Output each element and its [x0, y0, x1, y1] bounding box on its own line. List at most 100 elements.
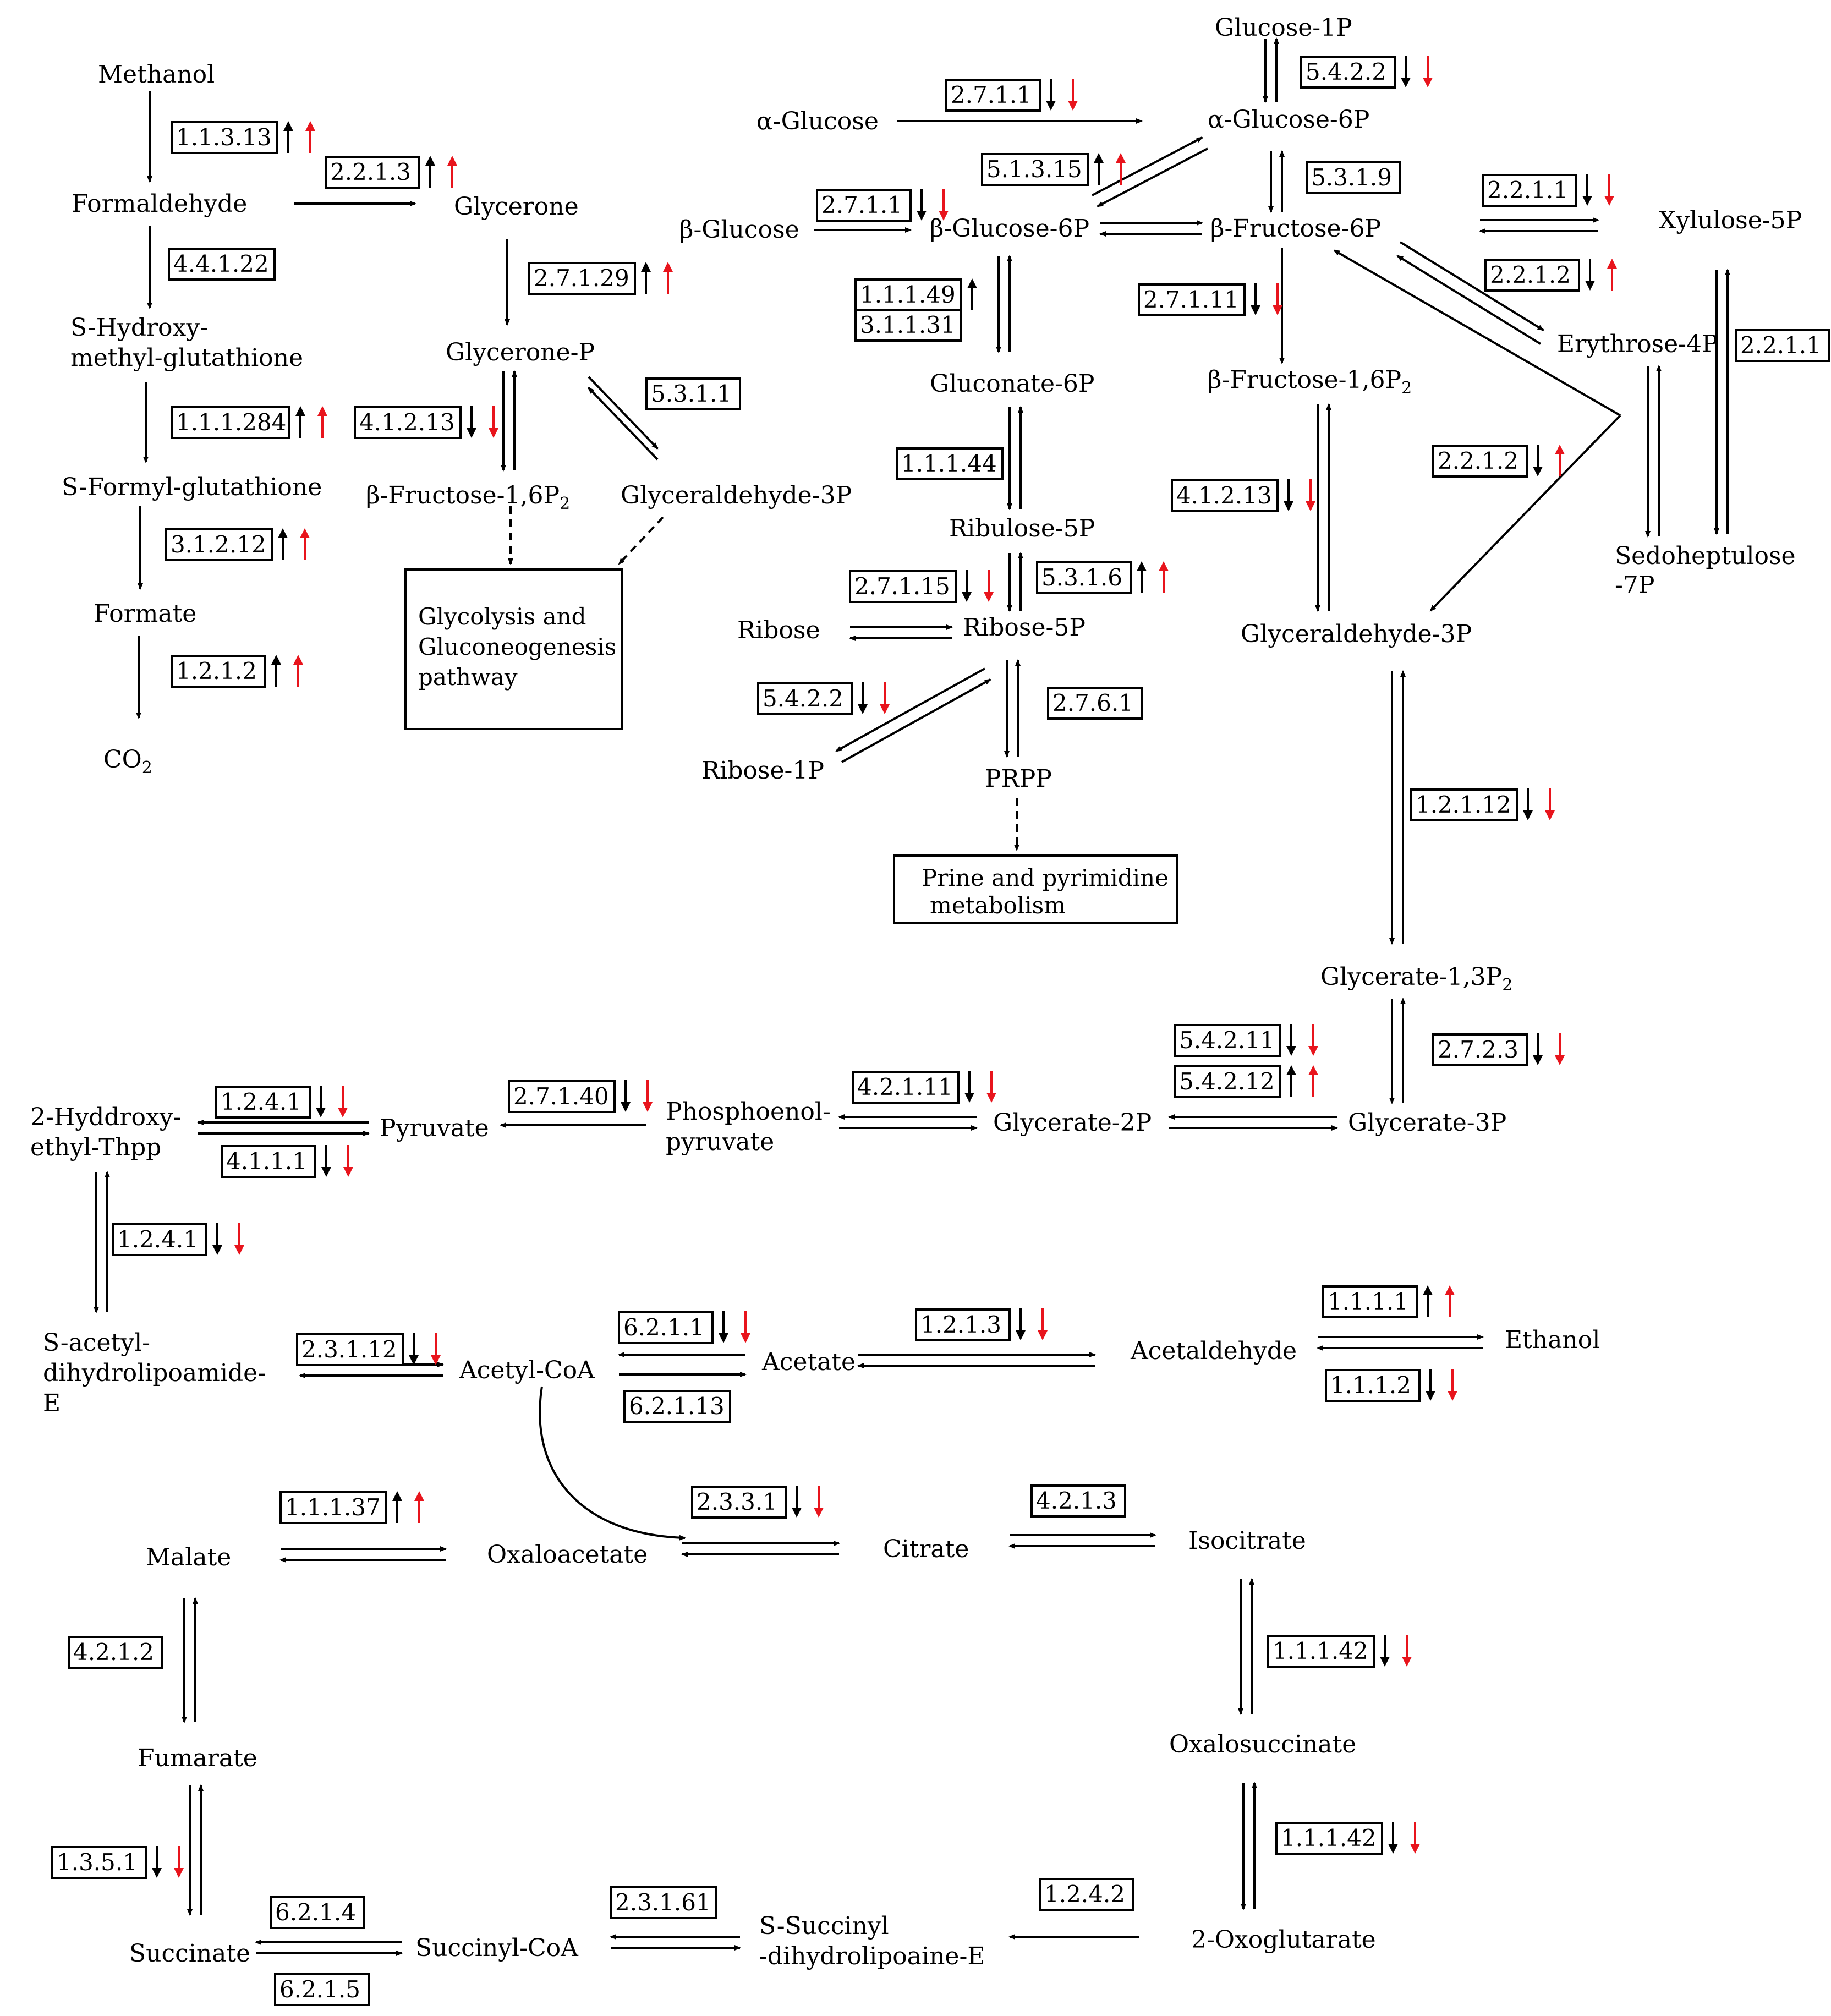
- enzyme-box: [1030, 1484, 1126, 1518]
- enzyme-box: [1047, 687, 1143, 720]
- enzyme-code: 1.2.1.3: [920, 1311, 1001, 1338]
- metabolite-beta-glucose-6p: β-Glucose-6P: [930, 215, 1089, 243]
- down-arrow-icon: [338, 1086, 348, 1117]
- enzyme-box: [618, 1311, 714, 1344]
- down-arrow-icon: [1308, 1024, 1318, 1056]
- enzyme-1-2-4-1: 1.2.4.1: [112, 1223, 244, 1256]
- metabolite-citrate: Citrate: [883, 1535, 969, 1563]
- metabolite-s-hydroxy-2: methyl-glutathione: [70, 344, 303, 372]
- enzyme-1-1-1-1: 1.1.1.1: [1322, 1285, 1455, 1318]
- metabolite-sedoheptulose-2: -7P: [1615, 571, 1654, 599]
- down-arrow-icon: [792, 1486, 802, 1518]
- enzyme-box: [508, 1080, 616, 1113]
- enzyme-labels: 1.1.3.132.2.1.34.4.1.221.1.1.2843.1.2.12…: [51, 56, 1830, 2006]
- metabolite-sacetyl-1: S-acetyl-: [43, 1329, 150, 1357]
- down-arrow-icon: [741, 1311, 750, 1343]
- enzyme-box: [849, 570, 957, 603]
- enzyme-code: 1.1.3.13: [176, 124, 272, 151]
- enzyme-box: [1036, 561, 1132, 594]
- enzyme-code: 3.1.2.12: [171, 531, 266, 558]
- metabolite-glycerate-13p2: Glycerate-1,3P2: [1320, 963, 1512, 995]
- up-arrow-icon: [1607, 259, 1617, 291]
- down-arrow-icon: [1582, 174, 1592, 206]
- enzyme-2-7-2-3: 2.7.2.3: [1432, 1033, 1565, 1066]
- up-arrow-icon: [1423, 1285, 1433, 1317]
- enzyme-code: 1.2.4.1: [221, 1088, 301, 1115]
- enzyme-code: 2.2.1.2: [1490, 261, 1571, 288]
- up-arrow-icon: [663, 262, 673, 294]
- metabolite-hydroxyethyl-1: 2-Hyddroxy-: [30, 1103, 181, 1131]
- down-arrow-icon: [1426, 1369, 1435, 1401]
- enzyme-1-2-1-12: 1.2.1.12: [1410, 788, 1555, 821]
- metabolite-hydroxyethyl-2: ethyl-Thpp: [30, 1133, 161, 1162]
- enzyme-box: [1735, 329, 1830, 362]
- up-arrow-icon: [305, 121, 315, 153]
- enzyme-4-2-1-2: 4.2.1.2: [68, 1636, 163, 1669]
- enzyme-box: [1275, 1822, 1383, 1855]
- down-arrow-icon: [1523, 788, 1533, 820]
- metabolite-alpha-glucose-6p: α-Glucose-6P: [1208, 106, 1369, 134]
- enzyme-box: [296, 1333, 404, 1366]
- enzyme-2-3-3-1: 2.3.3.1: [691, 1486, 824, 1519]
- down-arrow-icon: [1016, 1308, 1026, 1340]
- enzyme-box: [171, 655, 266, 688]
- enzyme-2-2-1-1: 2.2.1.1: [1735, 329, 1830, 362]
- enzyme-1-1-1-49: 1.1.1.49: [854, 278, 977, 311]
- reaction-lines: [94, 37, 1730, 1956]
- down-arrow-icon: [1410, 1822, 1420, 1854]
- metabolite-acetyl-coa: Acetyl-CoA: [459, 1356, 595, 1384]
- enzyme-2-7-1-40: 2.7.1.40: [508, 1080, 653, 1113]
- metabolite-acetaldehyde: Acetaldehyde: [1130, 1337, 1297, 1365]
- metabolite-ribose-1p: Ribose-1P: [701, 757, 824, 785]
- enzyme-code: 2.7.1.1: [951, 81, 1032, 108]
- pathway-boxes: Glycolysis and Gluconeogenesis pathway P…: [404, 568, 1178, 924]
- metabolite-oxalosuccinate: Oxalosuccinate: [1169, 1730, 1356, 1758]
- down-arrow-icon: [1306, 479, 1315, 511]
- metabolite-oxaloacetate: Oxaloacetate: [487, 1541, 648, 1569]
- enzyme-code: 4.4.1.22: [173, 250, 269, 277]
- enzyme-1-1-1-42: 1.1.1.42: [1275, 1822, 1420, 1855]
- metabolite-sacetyl-2: dihydrolipoamide-: [43, 1359, 266, 1387]
- enzyme-code: 1.1.1.42: [1281, 1825, 1377, 1851]
- enzyme-box: [1267, 1635, 1375, 1668]
- up-arrow-icon: [271, 655, 281, 687]
- enzyme-box: [1306, 161, 1401, 194]
- metabolite-glycerate-3p: Glycerate-3P: [1348, 1109, 1506, 1137]
- metabolite-gluconate-6p: Gluconate-6P: [930, 370, 1094, 398]
- down-arrow-icon: [719, 1311, 728, 1343]
- down-arrow-icon: [1555, 1033, 1565, 1065]
- enzyme-box: [1039, 1878, 1134, 1911]
- enzyme-2-2-1-2: 2.2.1.2: [1484, 259, 1617, 292]
- enzyme-box: [1174, 1024, 1281, 1057]
- metabolite-formaldehyde: Formaldehyde: [72, 190, 247, 218]
- down-arrow-icon: [489, 406, 498, 438]
- enzyme-box: [171, 121, 278, 154]
- up-arrow-icon: [1116, 153, 1126, 185]
- enzyme-code: 1.2.4.2: [1044, 1881, 1125, 1908]
- down-arrow-icon: [939, 189, 949, 221]
- enzyme-code: 2.3.1.12: [301, 1336, 397, 1363]
- glycolysis-box: [404, 568, 623, 730]
- down-arrow-icon: [1448, 1369, 1457, 1401]
- down-arrow-icon: [1402, 1635, 1412, 1667]
- metabolite-pyruvate: Pyruvate: [380, 1114, 489, 1142]
- metabolite-prpp: PRPP: [985, 765, 1052, 793]
- enzyme-code: 5.1.3.15: [986, 156, 1082, 183]
- enzyme-1-1-1-2: 1.1.1.2: [1325, 1369, 1457, 1402]
- enzyme-code: 6.2.1.1: [623, 1314, 704, 1341]
- enzyme-code: 5.4.2.2: [763, 685, 843, 712]
- enzyme-5-1-3-15: 5.1.3.15: [981, 153, 1126, 186]
- enzyme-box: [354, 406, 462, 439]
- metabolite-isocitrate: Isocitrate: [1188, 1527, 1306, 1555]
- metabolite-pep-1: Phosphoenol-: [666, 1098, 831, 1126]
- down-arrow-icon: [1545, 788, 1555, 820]
- enzyme-box: [68, 1636, 163, 1669]
- enzyme-2-7-1-29: 2.7.1.29: [528, 262, 673, 295]
- metabolite-glucose-1p: Glucose-1P: [1215, 14, 1352, 42]
- enzyme-box: [215, 1086, 311, 1119]
- enzyme-1-1-1-44: 1.1.1.44: [896, 447, 1004, 480]
- metabolite-ssuccinyl-1: S-Succinyl: [759, 1912, 889, 1940]
- enzyme-2-7-1-1: 2.7.1.1: [816, 189, 949, 222]
- enzyme-code: 2.7.1.29: [534, 265, 629, 292]
